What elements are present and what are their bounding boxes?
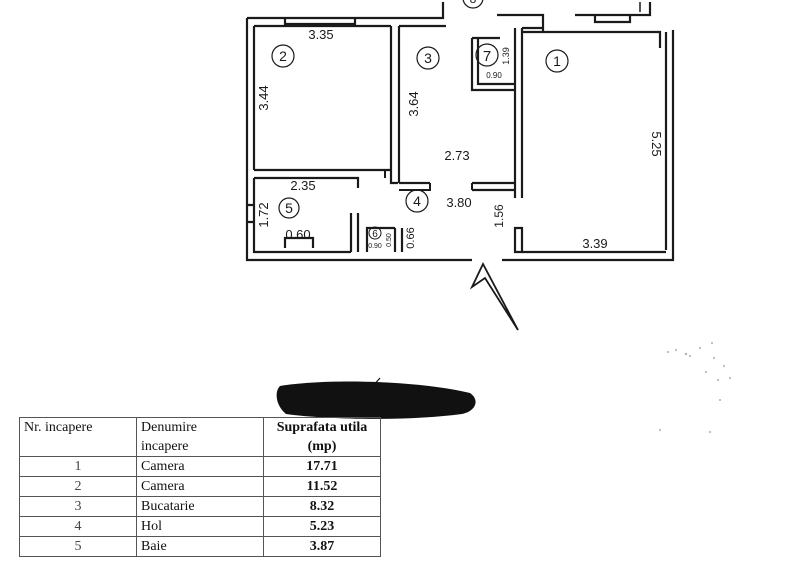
dim-hall-depth: 1.56 bbox=[492, 204, 506, 228]
header-usable-area: Suprafata utila(mp) bbox=[263, 417, 381, 457]
room-markers: 1 2 3 4 5 6 7 8 bbox=[271, 0, 569, 240]
cell-room-number: 5 bbox=[19, 536, 137, 557]
redaction-stroke bbox=[371, 377, 381, 388]
wall-shaft-left bbox=[349, 213, 360, 252]
outer-wall-bottom-right bbox=[502, 30, 675, 262]
wall-room1-door bbox=[513, 226, 524, 254]
cell-room-area: 11.52 bbox=[263, 476, 381, 497]
north-arrow-icon bbox=[469, 262, 519, 331]
window-room5 bbox=[247, 203, 254, 224]
dim-room3-width: 2.73 bbox=[444, 148, 469, 163]
wall-room1-left bbox=[513, 28, 524, 198]
dim-room6-width: 0.90 bbox=[368, 243, 382, 250]
wall-cap-b bbox=[399, 183, 431, 191]
dim-room5-width: 2.35 bbox=[290, 178, 315, 193]
dim-room3-height: 3.64 bbox=[406, 91, 421, 116]
table-row: 4 Hol 5.23 bbox=[19, 516, 381, 537]
wall-room7 bbox=[470, 38, 515, 92]
room-marker-5: 5 bbox=[278, 197, 300, 219]
outer-wall-top-left bbox=[247, 2, 445, 20]
cell-room-number: 3 bbox=[19, 496, 137, 517]
cell-room-name: Camera bbox=[136, 456, 264, 477]
window-room1 bbox=[593, 15, 632, 24]
table-row: 5 Baie 3.87 bbox=[19, 536, 381, 557]
room-marker-6: 6 bbox=[368, 226, 382, 240]
room-marker-1: 1 bbox=[545, 49, 569, 73]
svg-text:1: 1 bbox=[553, 53, 561, 69]
dim-room7-height: 1.39 bbox=[501, 47, 511, 65]
svg-text:5: 5 bbox=[285, 200, 293, 216]
cell-room-number: 1 bbox=[19, 456, 137, 477]
cell-room-name: Camera bbox=[136, 476, 264, 497]
cell-room-name: Bucatarie bbox=[136, 496, 264, 517]
svg-text:2: 2 bbox=[279, 48, 287, 64]
wall-hall-right bbox=[472, 181, 515, 192]
cell-room-number: 4 bbox=[19, 516, 137, 537]
room-marker-2: 2 bbox=[271, 44, 295, 68]
svg-text:6: 6 bbox=[372, 229, 378, 240]
cell-room-area: 17.71 bbox=[263, 456, 381, 477]
walls bbox=[245, 2, 675, 262]
table-row: 3 Bucatarie 8.32 bbox=[19, 496, 381, 517]
wall-room5-top bbox=[254, 176, 360, 188]
table-row: 2 Camera 11.52 bbox=[19, 476, 381, 497]
dim-room1-width: 3.39 bbox=[582, 236, 607, 251]
table-row: 1 Camera 17.71 bbox=[19, 456, 381, 477]
header-room-number: Nr. incapere bbox=[19, 417, 137, 457]
wall-caps bbox=[384, 170, 473, 191]
svg-text:3: 3 bbox=[424, 50, 432, 66]
wall-room1-top bbox=[522, 26, 668, 250]
cell-room-number: 2 bbox=[19, 476, 137, 497]
dim-room2-height: 3.44 bbox=[256, 85, 271, 110]
faint-stamp bbox=[659, 342, 731, 433]
dim-hall-width: 3.80 bbox=[446, 195, 471, 210]
dim-room1-height: 5.25 bbox=[649, 131, 664, 156]
room-marker-4: 4 bbox=[405, 189, 429, 213]
outer-wall-top-mid bbox=[497, 13, 545, 33]
cell-room-area: 5.23 bbox=[263, 516, 381, 537]
cell-room-name: Hol bbox=[136, 516, 264, 537]
window-room2 bbox=[283, 18, 357, 26]
dim-room2-width: 3.35 bbox=[308, 27, 333, 42]
svg-text:7: 7 bbox=[483, 48, 491, 65]
outer-wall-left bbox=[245, 18, 472, 262]
svg-text:8: 8 bbox=[470, 0, 477, 6]
wall-room6 bbox=[365, 226, 404, 252]
wall-room5-left bbox=[252, 178, 351, 254]
room-marker-3: 3 bbox=[416, 46, 440, 70]
dim-room5-fixture: 0.60 bbox=[285, 227, 310, 242]
dimension-labels: 3.35 3.44 3.64 2.73 5.25 3.39 2.35 1.72 … bbox=[256, 27, 664, 251]
room-marker-8-partial: 8 bbox=[462, 0, 484, 9]
dim-shaft-depth: 0.66 bbox=[405, 227, 417, 248]
svg-text:4: 4 bbox=[413, 193, 421, 209]
dim-room6-depth: 0.50 bbox=[386, 233, 393, 247]
redaction-mark bbox=[276, 381, 476, 419]
dim-room5-height: 1.72 bbox=[256, 202, 271, 227]
wall-room2-right bbox=[389, 26, 398, 185]
cell-room-name: Baie bbox=[136, 536, 264, 557]
cell-room-area: 3.87 bbox=[263, 536, 381, 557]
door-room5-fixture bbox=[283, 236, 315, 248]
cell-room-area: 8.32 bbox=[263, 496, 381, 517]
dim-room7-width: 0.90 bbox=[486, 71, 502, 80]
outer-wall-top-right bbox=[575, 2, 652, 17]
room-marker-7: 7 bbox=[475, 43, 499, 67]
